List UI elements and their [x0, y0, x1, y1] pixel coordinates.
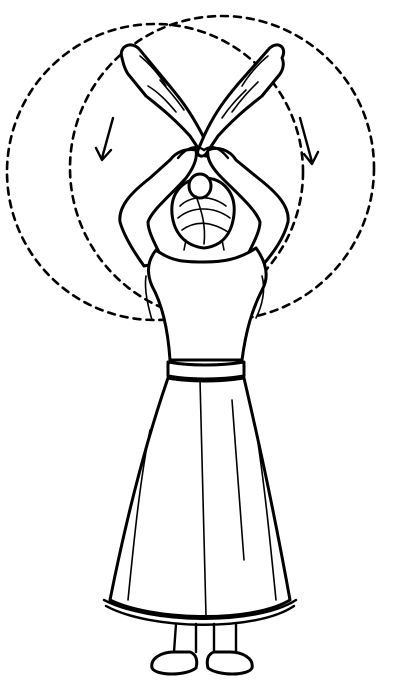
arrow-left-down-icon — [96, 118, 113, 160]
hair-bun — [189, 174, 211, 198]
waistband — [168, 362, 244, 379]
skirt — [104, 378, 296, 625]
legs-and-feet — [152, 624, 252, 674]
head — [172, 174, 234, 250]
left-club — [121, 45, 210, 156]
bodice — [145, 248, 266, 360]
right-club — [198, 45, 284, 156]
